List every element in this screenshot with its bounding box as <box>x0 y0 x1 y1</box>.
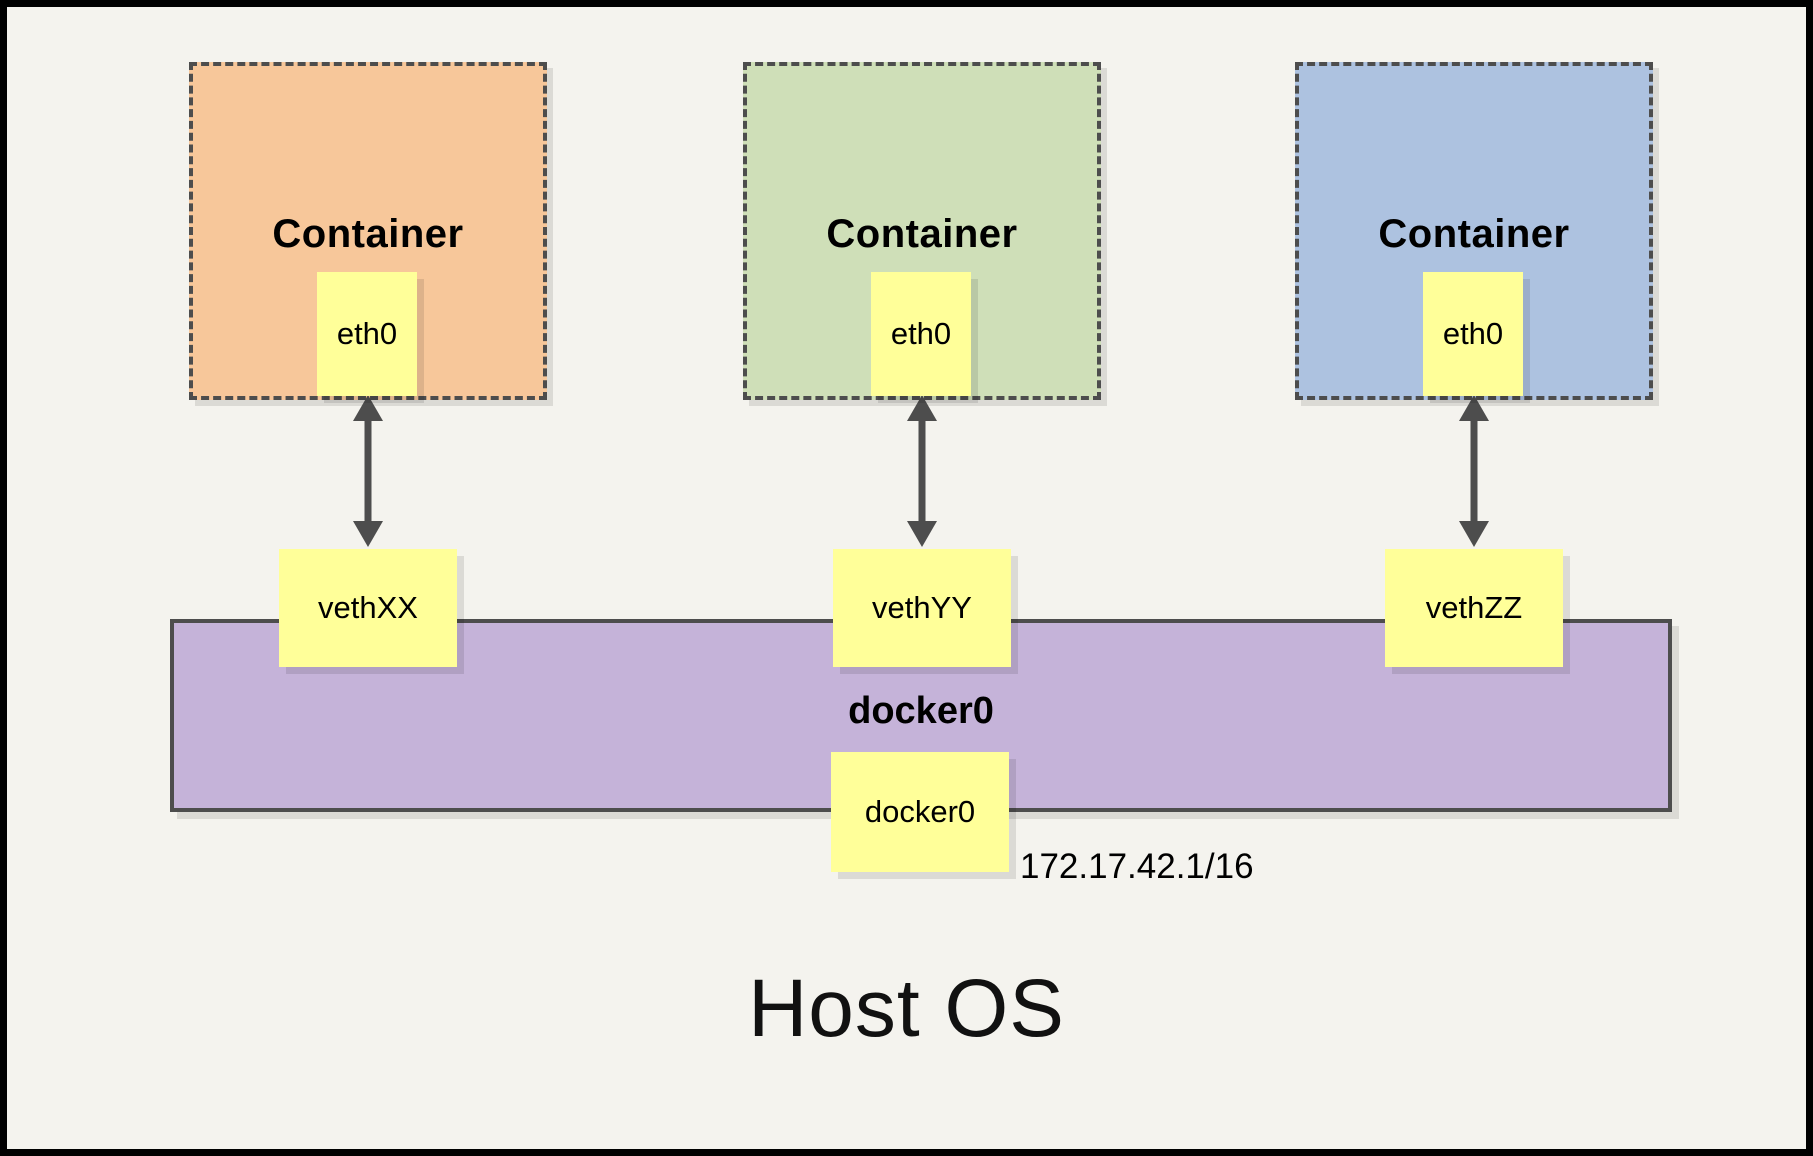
container-eth0-label-3: eth0 <box>1442 316 1504 351</box>
veth-label-3: vethZZ <box>1425 590 1523 625</box>
container-title-3: Container <box>1378 212 1570 256</box>
link-arrow-1 <box>353 395 383 547</box>
veth-box-3[interactable]: vethZZ <box>1385 549 1563 667</box>
container-title-1: Container <box>272 212 464 256</box>
container-eth0-label-2: eth0 <box>890 316 952 351</box>
veth-label-2: vethYY <box>872 590 972 625</box>
veth-box-2[interactable]: vethYY <box>833 549 1011 667</box>
docker0-ip-address: 172.17.42.1/16 <box>1020 847 1254 886</box>
docker0-bridge-label: docker0 <box>848 690 994 732</box>
link-arrow-3 <box>1459 395 1489 547</box>
docker0-port-box[interactable]: docker0 <box>831 752 1009 872</box>
docker0-port-label: docker0 <box>864 794 976 829</box>
container-eth0-2[interactable]: eth0 <box>871 272 971 396</box>
container-eth0-label-1: eth0 <box>336 316 398 351</box>
container-title-2: Container <box>826 212 1018 256</box>
veth-box-1[interactable]: vethXX <box>279 549 457 667</box>
veth-label-1: vethXX <box>318 590 418 625</box>
container-eth0-1[interactable]: eth0 <box>317 272 417 396</box>
host-os-label: Host OS <box>748 963 1065 1054</box>
container-eth0-3[interactable]: eth0 <box>1423 272 1523 396</box>
link-arrow-2 <box>907 395 937 547</box>
